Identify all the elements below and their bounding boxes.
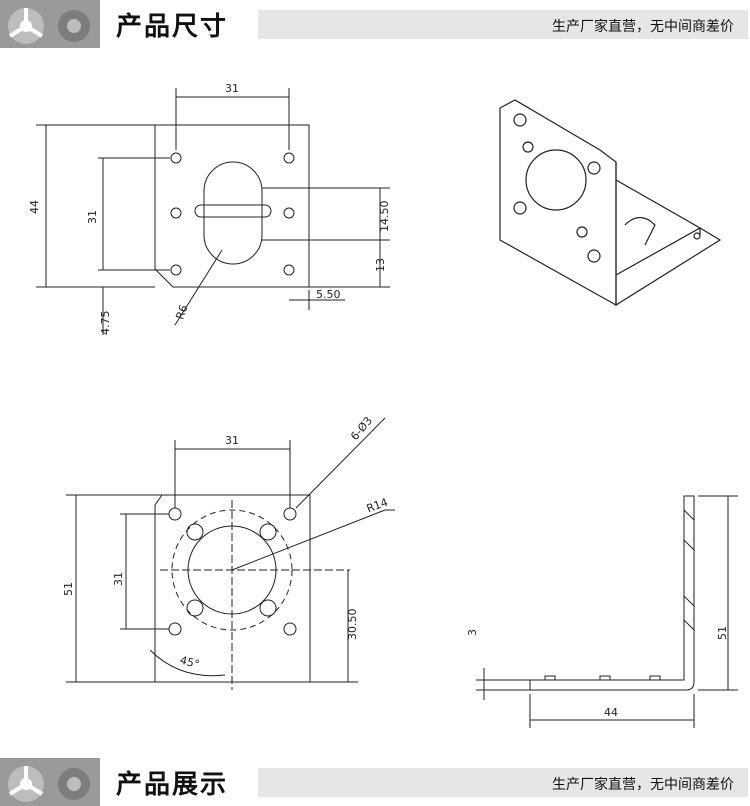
slogan-text: 生产厂家直营，无中间商差价	[552, 777, 734, 793]
dim-height-3: 51	[716, 626, 729, 640]
dim-top-width: 31	[225, 82, 239, 95]
technical-drawing: 31 44 31 14.50 13 R6 5.50 4.75 31 6-Ø	[28, 82, 738, 728]
dim-center-height: 30.50	[346, 609, 359, 641]
dim-length: 44	[604, 706, 618, 719]
header-banner: 产品尺寸 生产厂家直营，无中间商差价	[0, 0, 750, 48]
dim-holes: 6-Ø3	[348, 414, 375, 443]
slogan-bar: 生产厂家直营，无中间商差价	[258, 10, 748, 39]
gears-icon	[0, 0, 100, 48]
plate-view-circle	[66, 417, 395, 690]
plate-view-slot	[36, 88, 390, 335]
dim-top-width-2: 31	[225, 434, 239, 447]
slogan-bar: 生产厂家直营，无中间商差价	[258, 768, 748, 797]
page-title: 产品尺寸	[116, 12, 229, 42]
dim-thickness: 3	[466, 629, 479, 636]
dim-height: 44	[28, 200, 41, 214]
dim-slot-height: 14.50	[378, 201, 391, 233]
section-title: 产品展示	[116, 770, 229, 800]
bracket-side-profile	[476, 495, 738, 728]
dim-edge-offset: 5.50	[316, 288, 341, 301]
footer-banner: 产品展示 生产厂家直营，无中间商差价	[0, 758, 750, 806]
gears-icon	[0, 758, 100, 806]
dim-radius: R6	[173, 303, 190, 321]
dim-height-2: 51	[62, 582, 75, 596]
dim-hole-spacing: 31	[86, 210, 99, 224]
dim-bottom-offset: 4.75	[99, 311, 112, 336]
dim-slot-offset: 13	[374, 258, 387, 272]
bracket-isometric	[499, 99, 722, 307]
dim-hole-spacing-2: 31	[112, 572, 125, 586]
slogan-text: 生产厂家直营，无中间商差价	[552, 19, 734, 35]
dim-radius-2: R14	[365, 496, 390, 516]
dim-angle: 45°	[179, 654, 201, 672]
